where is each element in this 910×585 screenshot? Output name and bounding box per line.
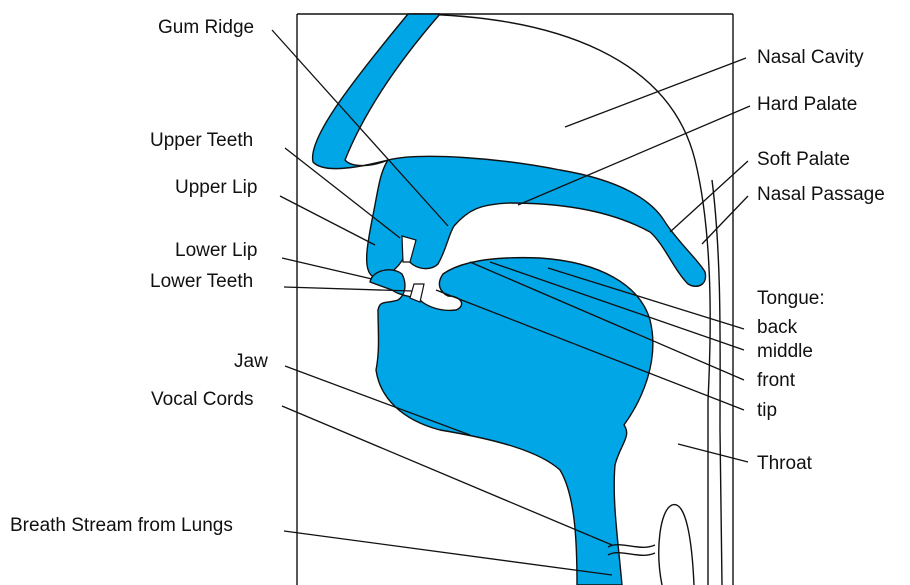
label-vocal-cords: Vocal Cords (151, 389, 253, 410)
label-lower-teeth: Lower Teeth (150, 271, 253, 292)
label-breath-stream: Breath Stream from Lungs (10, 515, 233, 536)
leader-throat (678, 444, 748, 462)
lower-tooth (410, 284, 424, 302)
label-nasal-cavity: Nasal Cavity (757, 47, 864, 68)
leader-nasal-cavity (565, 58, 746, 127)
label-upper-teeth: Upper Teeth (150, 130, 253, 151)
leader-nasal-passage (702, 196, 748, 244)
label-jaw: Jaw (234, 351, 268, 372)
leader-soft-palate (670, 161, 748, 232)
label-tongue-tip: tip (757, 400, 777, 421)
label-tongue-middle: middle (757, 341, 813, 362)
epiglottis-outline (659, 505, 694, 585)
label-gum-ridge: Gum Ridge (158, 17, 254, 38)
label-upper-lip: Upper Lip (175, 177, 257, 198)
leader-gum-ridge (272, 30, 448, 226)
label-tongue-back: back (757, 317, 798, 338)
label-soft-palate: Soft Palate (757, 149, 850, 170)
throat-back-wall (712, 180, 722, 585)
leader-breath-stream (284, 531, 612, 575)
leader-lower-lip (282, 258, 372, 279)
label-tongue-front: front (757, 370, 796, 391)
label-lower-lip: Lower Lip (175, 240, 257, 261)
tongue-jaw-throat (370, 258, 653, 585)
label-nasal-passage: Nasal Passage (757, 184, 885, 205)
label-throat: Throat (757, 453, 813, 474)
label-tongue-heading: Tongue: (757, 288, 825, 309)
leader-upper-lip (280, 196, 375, 245)
label-hard-palate: Hard Palate (757, 94, 857, 115)
